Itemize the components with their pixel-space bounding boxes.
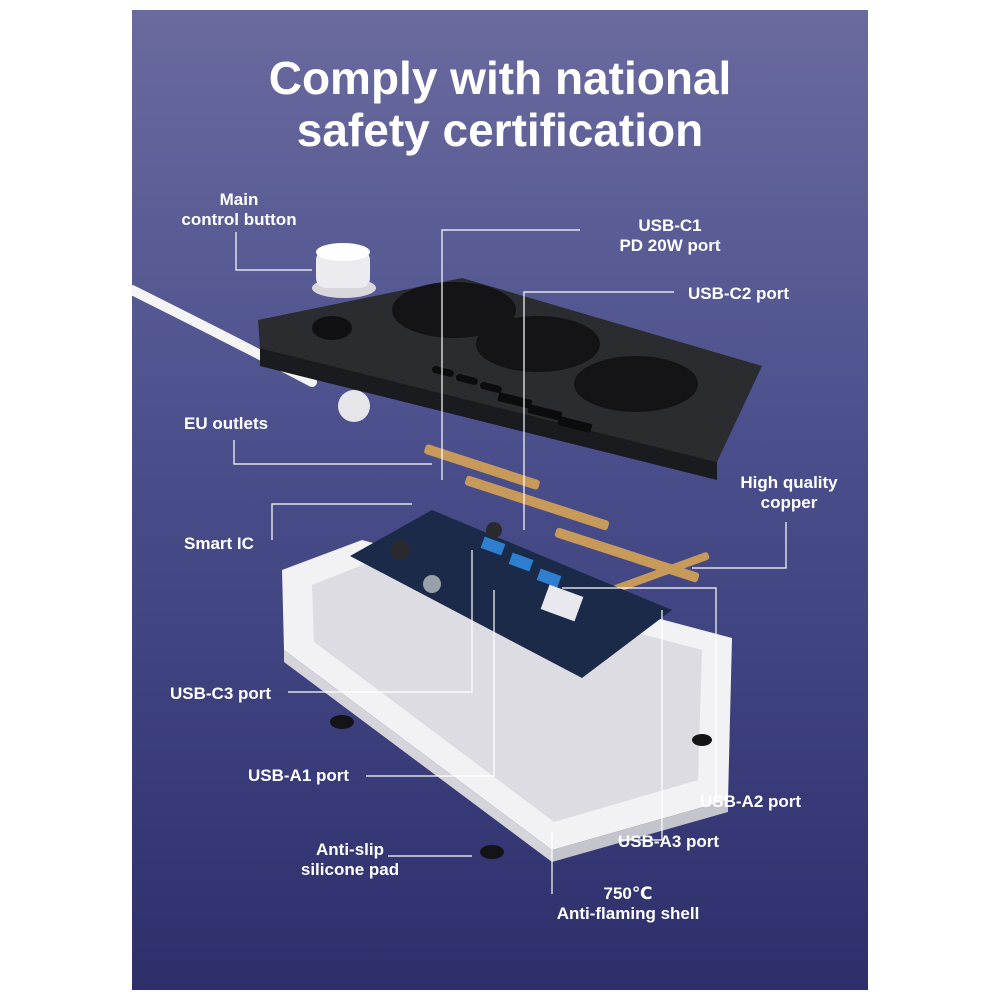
cable-grommet	[338, 390, 370, 422]
capacitor-1	[390, 540, 410, 560]
exploded-power-strip-illustration	[132, 229, 787, 894]
copper-contacts	[424, 444, 710, 596]
product-image-panel: Comply with national safety certificatio…	[132, 10, 868, 990]
usb-c-slot-1	[431, 366, 454, 377]
title-line-1: Comply with national	[268, 52, 732, 104]
anti-slip-pad-1	[330, 715, 354, 729]
title-line-2: safety certification	[296, 104, 704, 156]
usb-a-slot-3	[557, 416, 593, 433]
label-usb-a3: USB-A3 port	[618, 832, 720, 851]
usb-port-blue-1	[480, 536, 506, 556]
usb-c-slot-3	[479, 382, 502, 393]
label-anti-flaming-shell: 750℃ Anti-flaming shell	[556, 884, 700, 923]
label-usb-c2: USB-C2 port	[688, 284, 790, 303]
label-usb-c3: USB-C3 port	[170, 684, 272, 703]
usb-port-blue-2	[508, 552, 534, 572]
usb-a-slot-2	[527, 404, 563, 421]
anti-slip-pad-3	[692, 734, 712, 746]
anti-slip-pad-2	[480, 845, 504, 859]
label-main-control-button: Main control button	[181, 190, 297, 229]
page-title: Comply with national safety certificatio…	[132, 52, 868, 156]
outlet-socket-1	[392, 282, 516, 338]
capacitor-2	[423, 575, 441, 593]
label-usb-a2: USB-A2 port	[700, 792, 802, 811]
label-high-quality-copper: High quality copper	[740, 473, 838, 512]
power-button-part	[312, 243, 376, 298]
label-usb-a1: USB-A1 port	[248, 766, 350, 785]
button-hole	[312, 316, 352, 340]
top-cover	[258, 278, 762, 480]
label-anti-slip-pad: Anti-slip silicone pad	[300, 840, 400, 879]
usb-port-blue-3	[536, 568, 562, 588]
usb-port-white	[540, 584, 584, 622]
pcb-board	[350, 510, 672, 678]
leader-lines	[233, 229, 787, 894]
usb-c-slot-2	[455, 374, 478, 385]
label-usb-c1: USB-C1 PD 20W port	[619, 216, 721, 255]
label-eu-outlets: EU outlets	[184, 414, 269, 433]
outlet-socket-2	[476, 316, 600, 372]
capacitor-3	[486, 522, 502, 538]
outlet-socket-3	[574, 356, 698, 412]
label-smart-ic: Smart IC	[184, 534, 254, 553]
